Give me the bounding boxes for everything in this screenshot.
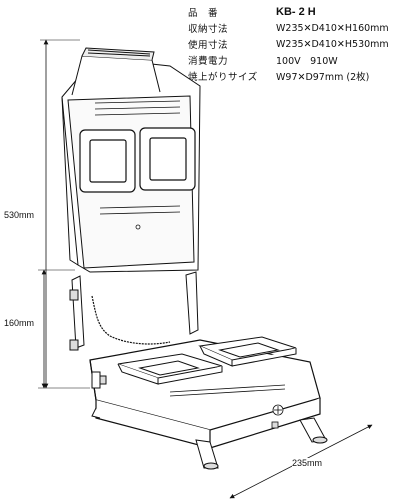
side-controls — [91, 371, 107, 389]
base-feet — [91, 407, 328, 470]
lid-window-left — [79, 129, 136, 193]
spec-label: 収納寸法 — [188, 24, 229, 35]
lid-vent-slots — [94, 100, 181, 230]
height-folded-label: 160mm — [4, 318, 35, 328]
spec-label: 使用寸法 — [188, 40, 229, 51]
base-plate-right — [198, 336, 297, 367]
spec-value: KB- 2 H — [276, 6, 316, 18]
spec-value: W235✕D410✕H160mm — [276, 22, 389, 34]
height-160-dimension-line — [38, 269, 90, 389]
power-cord — [91, 295, 171, 345]
width-label: 235mm — [292, 458, 323, 468]
handle — [71, 47, 161, 96]
spec-row-storage-size: 収納寸法 W235✕D410✕H160mm — [188, 20, 398, 36]
spec-value: 100V 910W — [276, 56, 338, 67]
height-total-label: 530mm — [4, 210, 35, 220]
spec-value: W235✕D410✕H530mm — [276, 38, 389, 50]
spec-value: W97✕D97mm (2枚) — [276, 72, 370, 83]
spec-label: 消費電力 — [188, 56, 229, 67]
base-plate-left — [117, 353, 223, 385]
spec-label: 焼上がりサイズ — [188, 72, 258, 83]
spec-table: 品 番 KB- 2 H 収納寸法 W235✕D410✕H160mm 使用寸法 W… — [188, 4, 398, 84]
spec-row-power: 消費電力 100V 910W — [188, 52, 398, 68]
front-panel-details — [169, 384, 286, 429]
lid-window-right — [139, 127, 196, 191]
spec-row-bake-size: 焼上がりサイズ W97✕D97mm (2枚) — [188, 68, 398, 84]
spec-row-use-size: 使用寸法 W235✕D410✕H530mm — [188, 36, 398, 52]
spec-row-model: 品 番 KB- 2 H — [188, 4, 398, 20]
spec-label: 品 番 — [188, 8, 219, 19]
hinge-bracket — [69, 271, 199, 351]
